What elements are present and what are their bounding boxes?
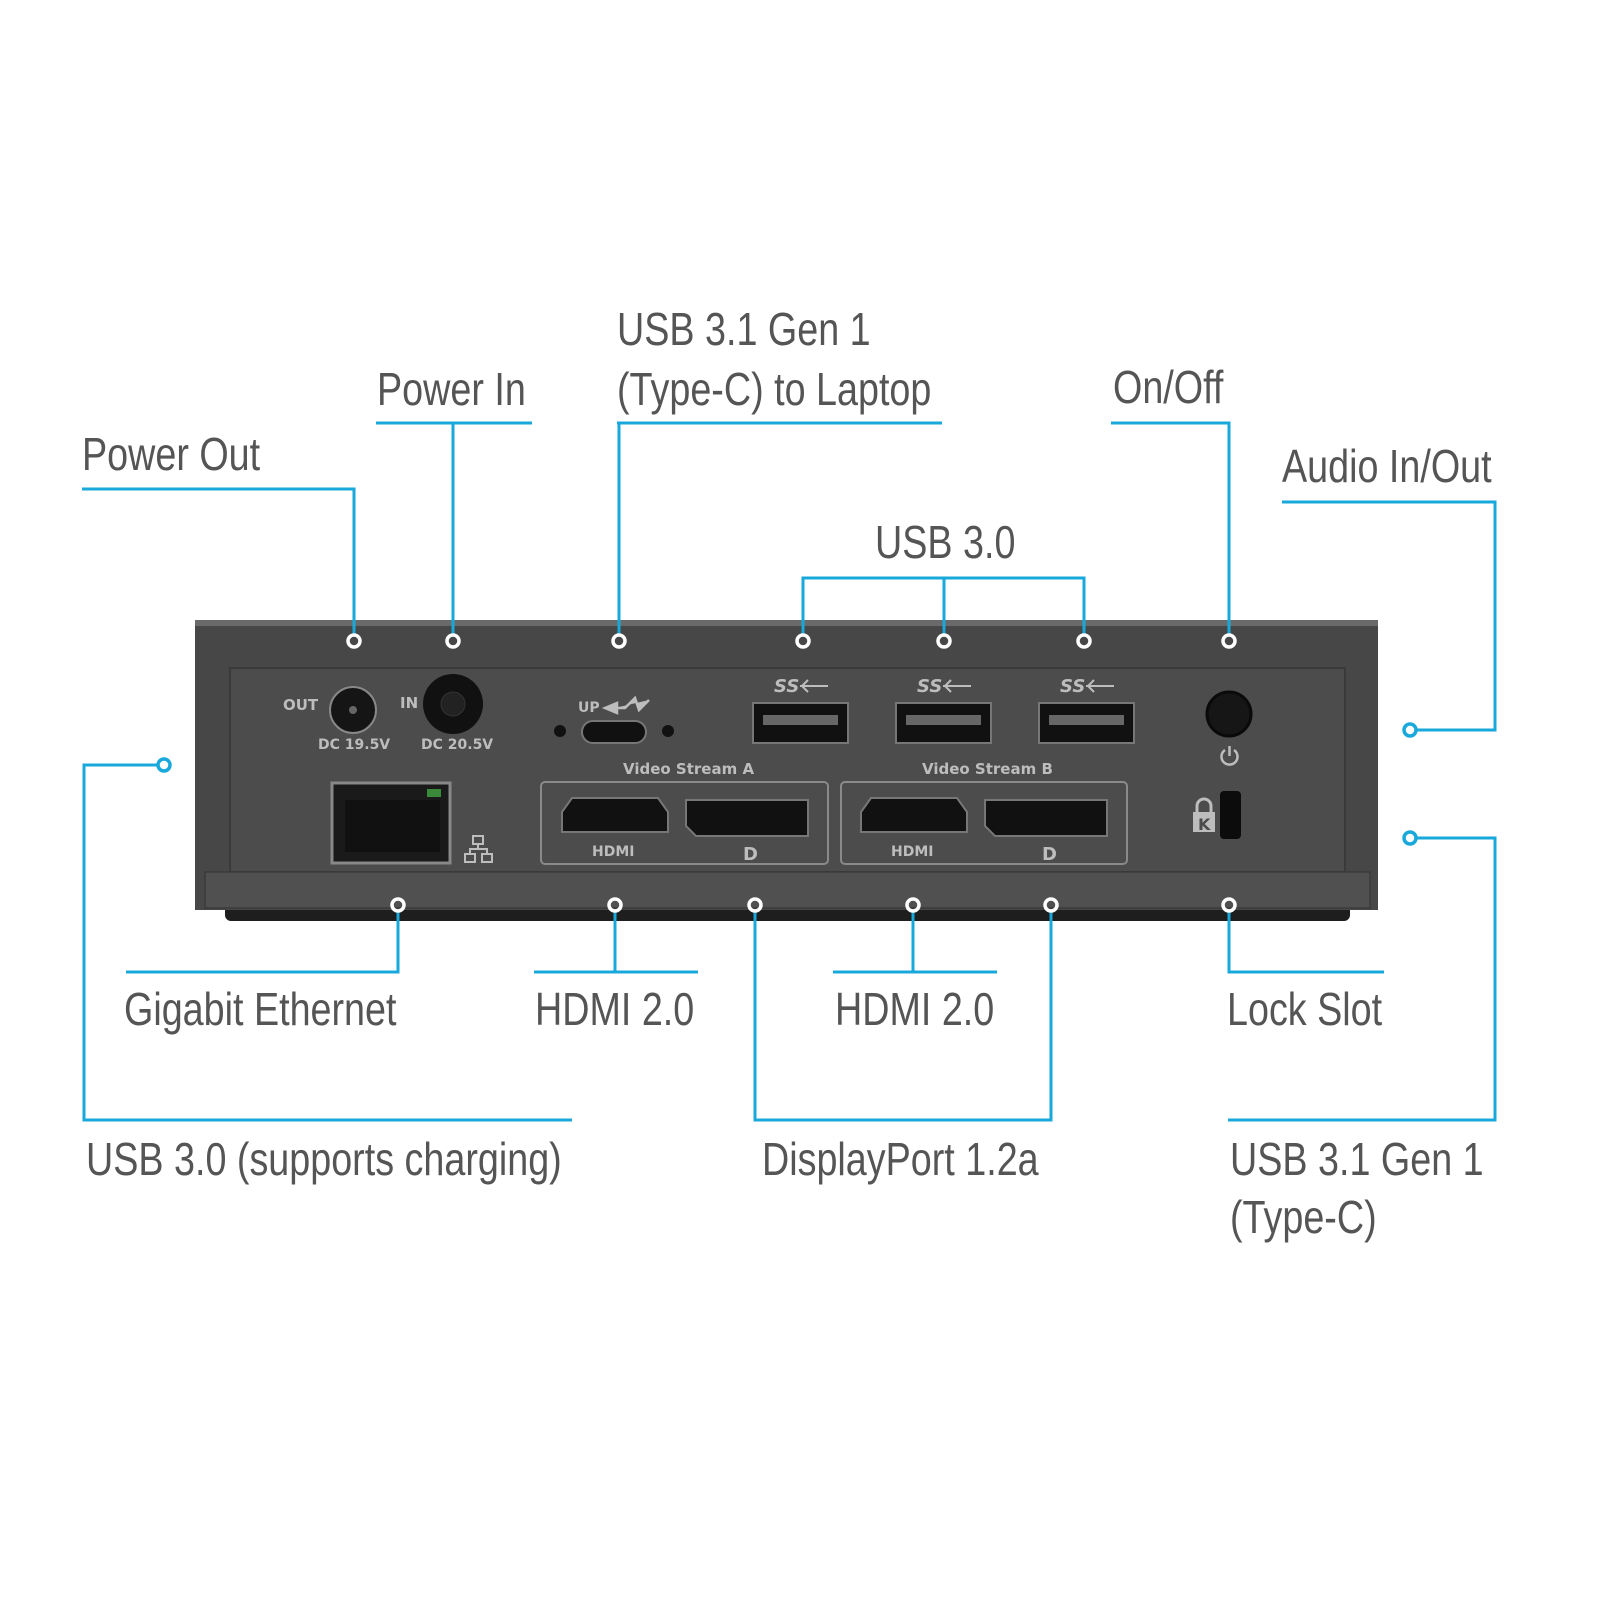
thunderbolt-icon	[601, 695, 650, 715]
kensington-lock-icon: K	[1193, 797, 1215, 834]
up-label: UP	[578, 700, 600, 716]
label-usb30-top: USB 3.0	[875, 516, 1015, 567]
label-usb31-typec-line2: (Type-C)	[1230, 1191, 1377, 1242]
label-power-out: Power Out	[82, 428, 260, 479]
video-stream-a-label: Video Stream A	[623, 760, 754, 778]
label-displayport: DisplayPort 1.2a	[762, 1133, 1039, 1184]
usb3-port-1[interactable]: SS	[752, 676, 849, 744]
led-left	[554, 725, 566, 737]
label-lock-slot: Lock Slot	[1227, 983, 1382, 1034]
dp-b-logo: D	[1042, 844, 1057, 865]
label-audio: Audio In/Out	[1282, 440, 1492, 491]
usb-tongue	[763, 715, 838, 725]
led-right	[662, 725, 674, 737]
label-gigabit-ethernet: Gigabit Ethernet	[124, 983, 397, 1034]
label-power-in: Power In	[377, 363, 526, 414]
usb-trident-icon	[943, 679, 971, 693]
video-stream-b-box	[840, 781, 1128, 865]
hdmi-a-port[interactable]	[561, 797, 669, 833]
usb-tongue	[906, 715, 981, 725]
label-usb30-charging: USB 3.0 (supports charging)	[86, 1133, 562, 1184]
ethernet-socket	[345, 800, 440, 852]
lock-slot[interactable]	[1220, 791, 1241, 839]
label-on-off: On/Off	[1113, 361, 1224, 412]
usb3-port-3[interactable]: SS	[1038, 676, 1135, 744]
usb-c-upstream-port[interactable]	[581, 720, 647, 744]
label-usb31-laptop-line2: (Type-C) to Laptop	[617, 363, 931, 414]
power-icon	[1220, 746, 1239, 766]
dc-out-pin	[349, 706, 357, 714]
hdmi-b-label: HDMI	[891, 844, 933, 860]
ethernet-led	[427, 789, 441, 797]
dc-in-pin	[440, 691, 466, 717]
ss-usb-icon: SS	[1060, 676, 1085, 697]
usb-tongue	[1049, 715, 1124, 725]
device-top-edge	[195, 620, 1378, 626]
usb-trident-icon	[800, 679, 828, 693]
ss-usb-icon: SS	[917, 676, 942, 697]
network-icon	[464, 835, 493, 863]
docking-station: OUT DC 19.5V IN DC 20.5V UP SS SS SS	[195, 620, 1378, 921]
device-bottom-strip	[204, 871, 1371, 909]
video-stream-a-box	[540, 781, 829, 865]
label-usb31-typec-line1: USB 3.1 Gen 1	[1230, 1133, 1484, 1184]
label-usb31-laptop-line1: USB 3.1 Gen 1	[617, 303, 871, 354]
label-hdmi-a: HDMI 2.0	[535, 983, 694, 1034]
ss-usb-icon: SS	[774, 676, 799, 697]
dp-a-logo: D	[743, 844, 758, 865]
dc-in-label: DC 20.5V	[421, 737, 493, 753]
callout-markers	[156, 633, 1418, 913]
in-label: IN	[400, 694, 418, 712]
hdmi-a-label: HDMI	[592, 844, 634, 860]
out-label: OUT	[283, 696, 319, 714]
svg-text:K: K	[1198, 815, 1211, 834]
callout-lines	[82, 421, 1497, 1122]
displayport-b-port[interactable]	[984, 799, 1108, 837]
usb-trident-icon	[1086, 679, 1114, 693]
label-hdmi-b: HDMI 2.0	[835, 983, 994, 1034]
hdmi-b-port[interactable]	[860, 797, 968, 833]
callout-labels: Power Out Power In USB 3.1 Gen 1 (Type-C…	[82, 303, 1492, 1242]
dc-out-label: DC 19.5V	[318, 737, 390, 753]
displayport-a-port[interactable]	[685, 799, 809, 837]
video-stream-b-label: Video Stream B	[922, 760, 1053, 778]
power-button[interactable]	[1205, 690, 1253, 738]
usb3-port-2[interactable]: SS	[895, 676, 992, 744]
